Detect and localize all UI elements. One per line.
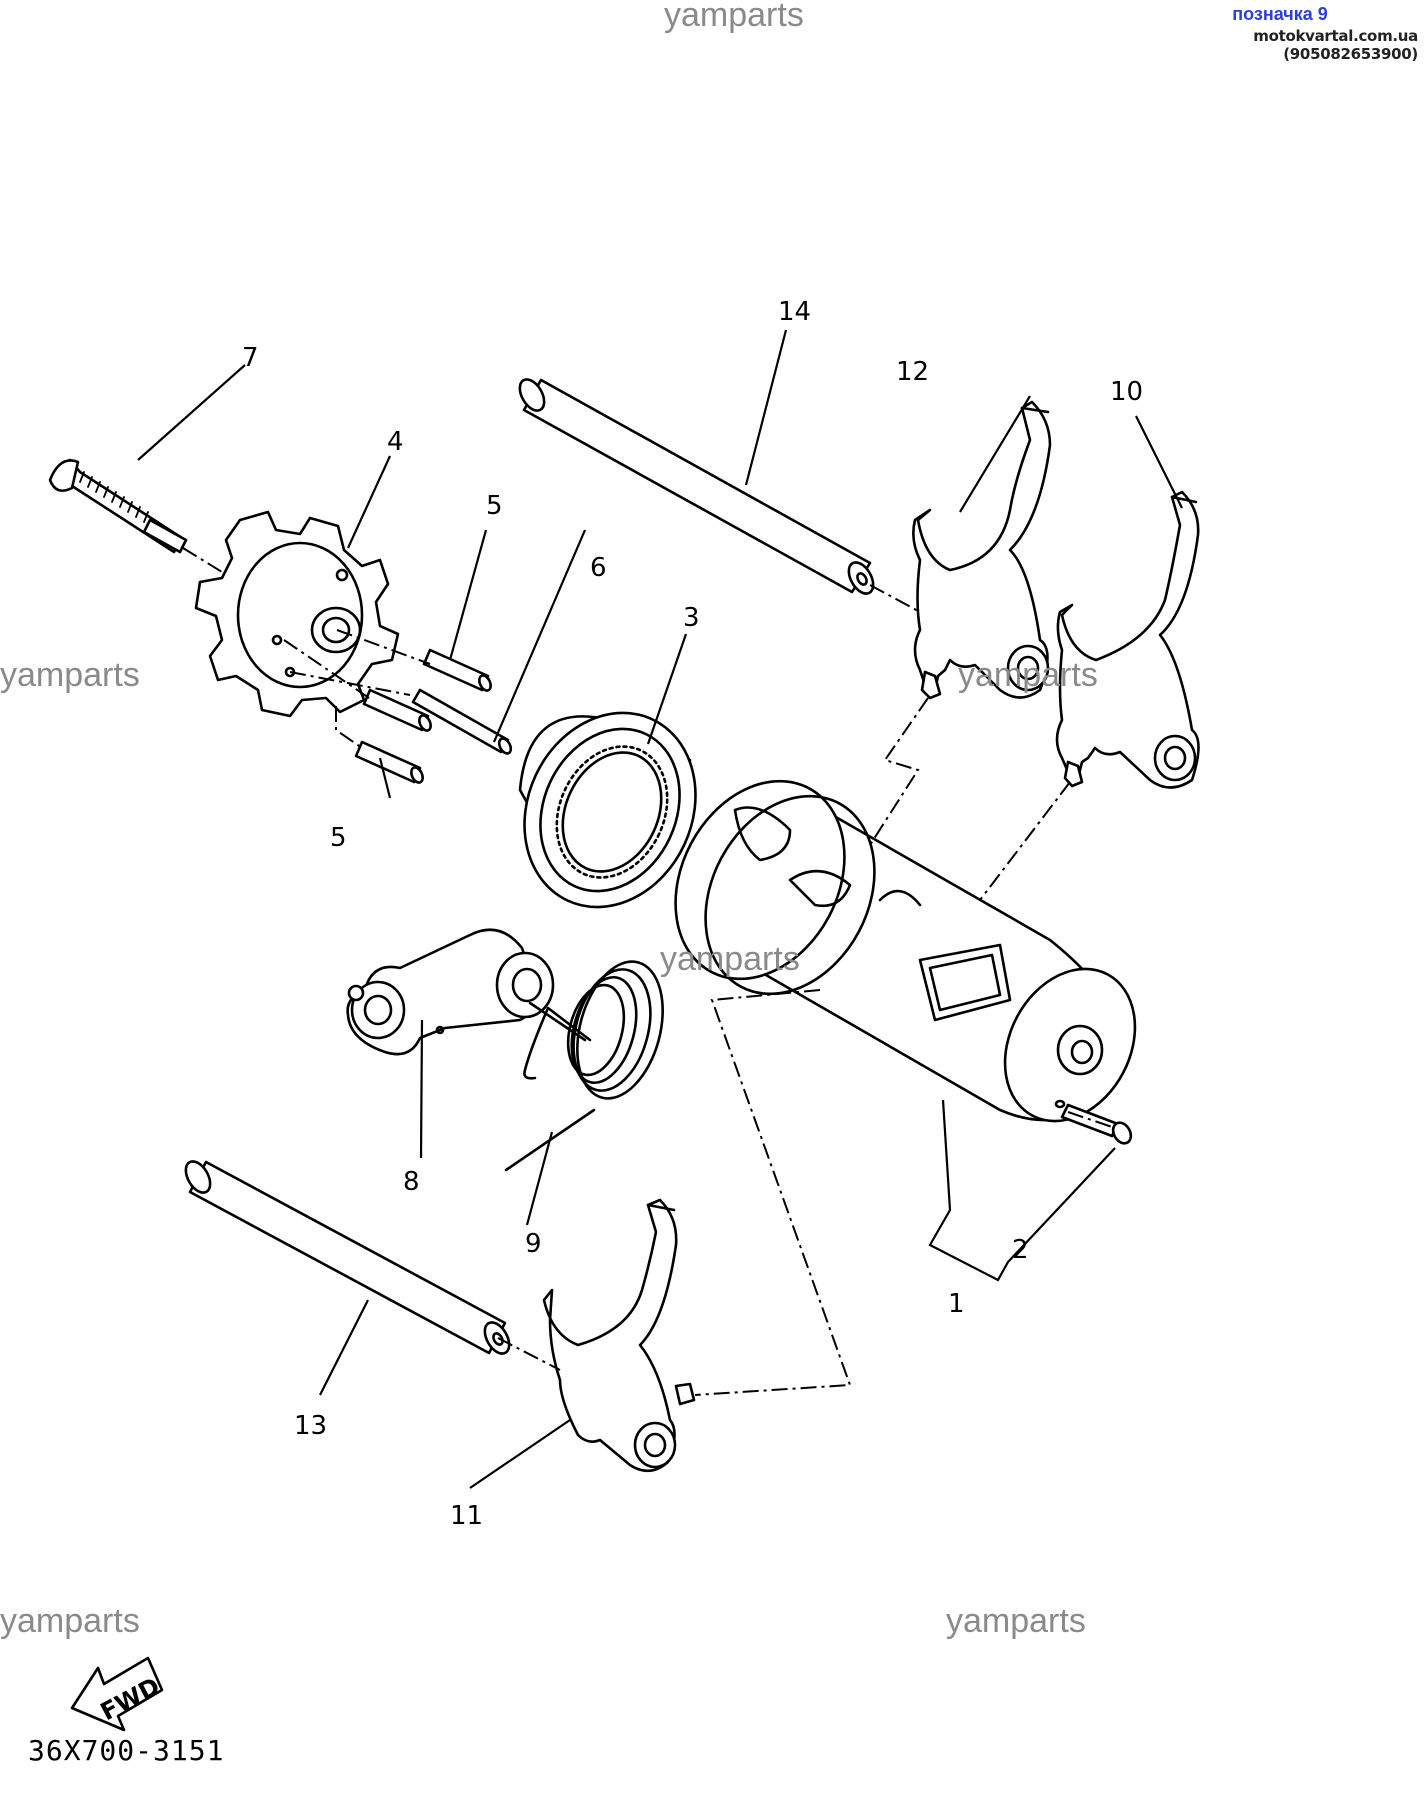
callout-10: 10 [1110,377,1143,407]
callout-5-upper: 5 [486,491,503,521]
part-8-stopper-lever [346,928,555,1056]
callout-12: 12 [896,357,929,387]
part-12-shift-fork [912,400,1052,700]
watermark-left-lower: yamparts [0,1602,140,1640]
callout-13: 13 [294,1411,327,1441]
callout-4: 4 [387,427,404,457]
part-4-segment [194,510,400,718]
watermark-right-lower: yamparts [946,1602,1086,1640]
watermark-top: yamparts [664,0,804,34]
watermark-left-upper: yamparts [0,656,140,694]
part-2-pin [1060,1103,1133,1145]
drawing-code: 36X700-3151 [28,1734,225,1767]
part-14-shift-shaft [518,378,875,595]
watermark-right-upper: yamparts [958,656,1098,694]
part-7-screw [48,458,188,554]
site-contact: motokvartal.com.ua (905082653900) [1253,27,1418,63]
part-5-pin-lower [354,740,424,784]
callout-6: 6 [590,553,607,583]
callout-8: 8 [403,1167,420,1197]
watermark-center: yamparts [660,940,800,978]
part-1-shift-cam [674,779,1137,1123]
part-13-shift-shaft [184,1160,511,1355]
callout-11: 11 [450,1501,483,1531]
callout-9: 9 [525,1229,542,1259]
callout-1: 1 [948,1289,965,1319]
part-3-bearing [518,711,697,909]
part-5-pin-middle [362,688,432,732]
callout-3: 3 [683,603,700,633]
part-10-shift-fork [1055,490,1200,789]
callout-5-lower: 5 [330,823,347,853]
part-6-pin-long [411,688,513,755]
page-badge: позначка 9 [1232,4,1328,24]
callout-7: 7 [242,343,259,373]
fwd-arrow-icon: FWD [70,1656,164,1732]
callout-2: 2 [1012,1235,1029,1265]
callout-14: 14 [778,297,811,327]
part-5-pin-upper [422,648,492,692]
part-11-shift-fork [542,1198,696,1473]
